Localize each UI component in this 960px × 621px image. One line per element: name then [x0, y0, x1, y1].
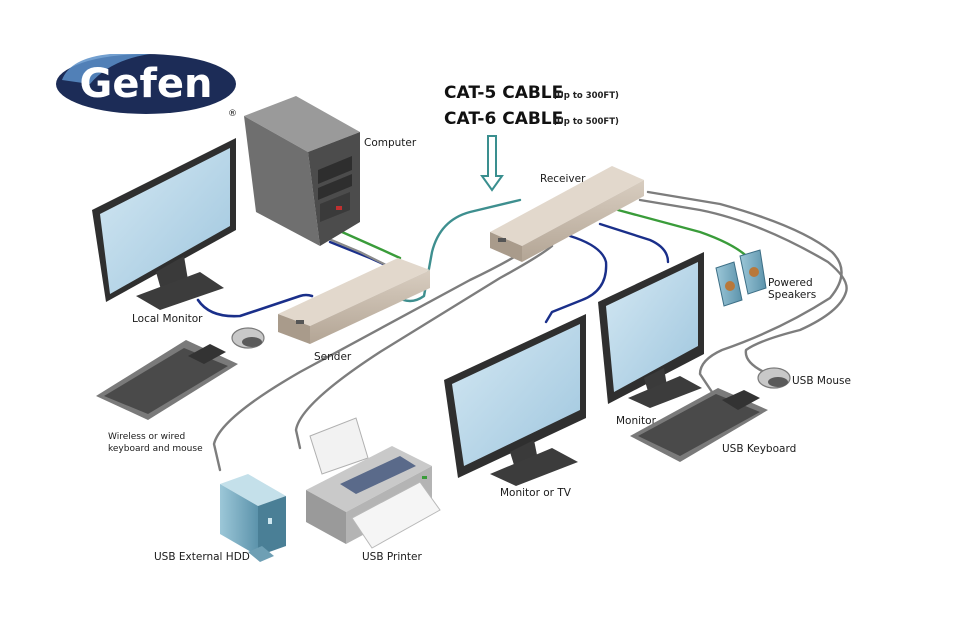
cat5-note: (Up to 300FT) [553, 91, 619, 101]
label-powered-speakers-line2: Speakers [768, 289, 816, 301]
registered-mark: ® [228, 109, 237, 119]
local-mouse-icon [231, 327, 265, 349]
usb-printer-icon [306, 417, 441, 549]
usb-mouse-icon [757, 367, 791, 389]
cable-spec: CAT-5 CABLE (Up to 300FT) CAT-6 CABLE (U… [444, 83, 619, 192]
cable-computer-sender-green [340, 230, 402, 260]
cable-receiver-mouse [638, 198, 848, 374]
cable-cat-link [394, 198, 522, 303]
monitor-tv-icon [444, 314, 586, 486]
label-monitor: Monitor [616, 415, 657, 427]
usb-keyboard-icon [630, 388, 768, 462]
powered-speakers-icon [715, 249, 767, 307]
local-monitor-icon [92, 138, 236, 310]
cat6-note: (Up to 500FT) [553, 117, 619, 127]
label-receiver: Receiver [540, 173, 586, 185]
gefen-logo: Gefen ® [56, 54, 237, 119]
monitor-icon [598, 252, 704, 408]
cat5-title: CAT-5 CABLE [444, 83, 563, 103]
cable-computer-sender-gray [320, 234, 386, 266]
label-powered-speakers-line1: Powered [768, 277, 813, 289]
label-usb-hdd: USB External HDD [154, 551, 250, 563]
label-wireless-kb-line2: keyboard and mouse [108, 444, 203, 454]
label-local-monitor: Local Monitor [132, 313, 203, 325]
label-computer: Computer [364, 137, 417, 149]
label-usb-mouse: USB Mouse [792, 375, 851, 387]
receiver-box-icon [490, 166, 644, 262]
label-wireless-kb-line1: Wireless or wired [108, 432, 185, 442]
cable-receiver-printer [294, 244, 554, 450]
label-usb-keyboard: USB Keyboard [722, 443, 796, 455]
logo-text: Gefen [80, 61, 213, 107]
down-arrow-icon [480, 135, 504, 192]
sender-box-icon [278, 258, 430, 344]
cable-local-monitor-sender [196, 293, 314, 318]
cable-receiver-monitortv [544, 234, 608, 324]
label-usb-printer: USB Printer [362, 551, 423, 563]
label-monitor-or-tv: Monitor or TV [500, 487, 572, 499]
cable-receiver-keyboard [646, 190, 843, 394]
local-keyboard-icon [96, 340, 238, 420]
usb-hdd-icon [220, 474, 286, 562]
cat6-title: CAT-6 CABLE [444, 109, 563, 129]
cable-receiver-monitor [598, 222, 670, 264]
label-sender: Sender [314, 351, 352, 363]
computer-tower-icon [244, 96, 360, 246]
